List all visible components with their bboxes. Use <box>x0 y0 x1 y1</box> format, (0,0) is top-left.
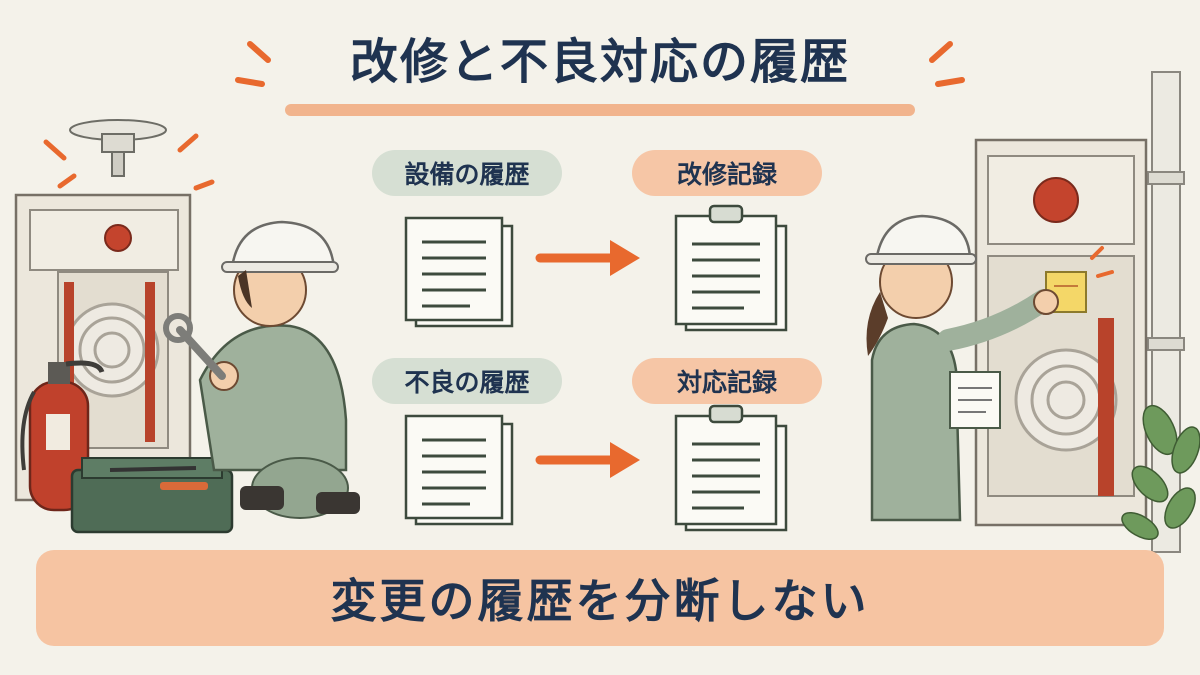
clipboard-icon <box>674 204 788 332</box>
worker-female-with-clipboard <box>865 214 1059 522</box>
defect-history-label: 不良の履歴 <box>372 358 562 404</box>
title-underline <box>285 104 915 116</box>
response-record-label: 対応記録 <box>632 358 822 404</box>
repair-record-label: 改修記録 <box>632 150 822 196</box>
document-stack-icon <box>404 216 514 328</box>
title-accent-dashes <box>235 41 965 87</box>
page-title: 改修と不良対応の履歴 <box>349 34 850 90</box>
plant-leaves-icon <box>1121 404 1200 540</box>
smoke-detector-icon <box>69 119 167 177</box>
banner-text: 変更の履歴を分断しない <box>330 574 870 628</box>
clipboard-icon <box>674 404 788 532</box>
worker-male-with-wrench <box>163 220 360 519</box>
message-banner: 変更の履歴を分断しない <box>36 550 1164 646</box>
arrow-right-icon <box>535 240 640 276</box>
equipment-history-label: 設備の履歴 <box>372 150 562 196</box>
toolbox-icon <box>70 457 234 534</box>
arrow-right-icon <box>535 442 640 478</box>
alert-rays-icon <box>43 133 215 191</box>
hydrant-cabinet-right <box>974 138 1148 527</box>
document-stack-icon <box>404 414 514 526</box>
